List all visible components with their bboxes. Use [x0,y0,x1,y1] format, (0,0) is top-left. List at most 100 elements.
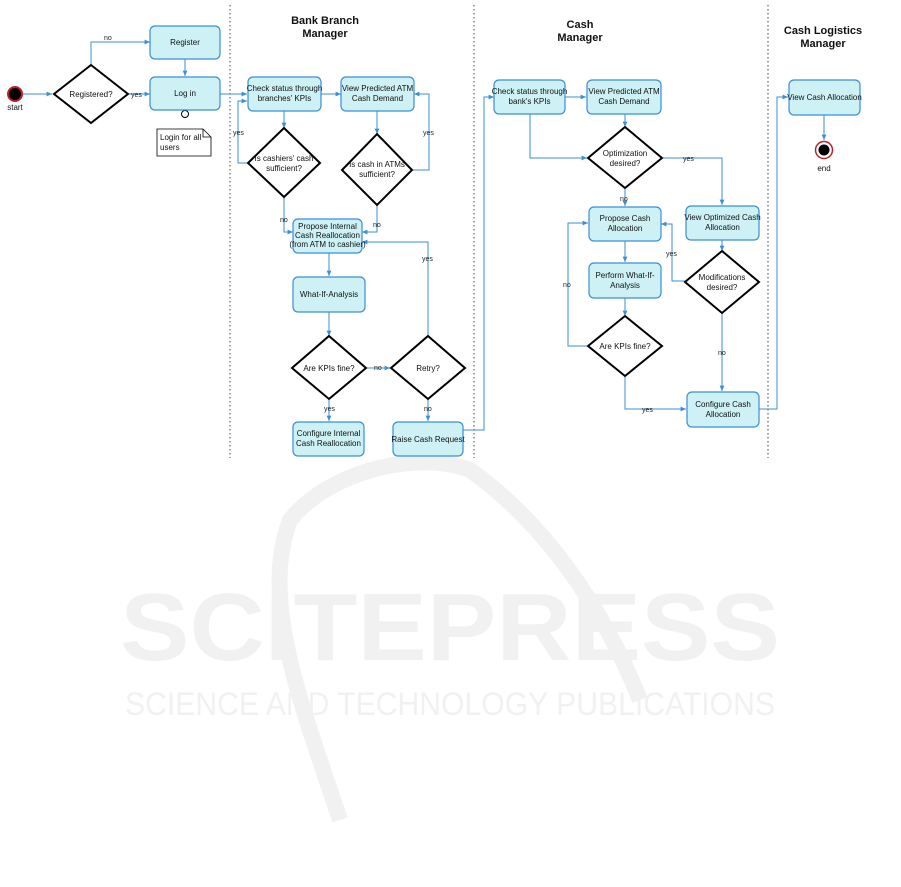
decision-kpis-fine-branch: Are KPIs fine? [290,334,368,401]
end-node [818,144,830,156]
lane-title-line: Manager [800,38,846,50]
lane-title-line: Cash Logistics [784,25,862,37]
node-text: Cash Reallocation [296,439,361,448]
activity-configure-internal: Configure Internal Cash Reallocation [292,421,365,457]
edge-retry-yes [362,239,429,336]
node-text: View Predicted ATM [342,84,414,93]
nodes: Registered? Register Log in Check status… [52,25,862,457]
node-text: Are KPIs fine? [599,342,651,351]
node-text: Perform What-If- [595,271,654,280]
node-text: Allocation [706,410,741,419]
activity-propose-internal: Propose Internal Cash Reallocation (from… [289,218,366,254]
node-text: Propose Internal [298,222,357,231]
edges: no yes yes no yes no no [22,35,827,431]
activity-check-bank-kpis: Check status through bank's KPIs [492,79,568,115]
lane-title-cash-logistics-manager: Cash Logistics Manager [784,25,862,50]
decision-registered: Registered? [52,63,130,125]
node-text: View Cash Allocation [787,93,862,102]
edge-checkbank-to-opt [529,114,587,161]
lane-title-bank-branch-manager: Bank Branch Manager [291,15,359,40]
edge-cashiers-yes [237,98,249,164]
activity-what-if-branch: What-If-Analysis [292,276,366,313]
decision-atm-sufficient: Is cash in ATMs sufficient? [340,132,414,207]
edge-registered-no [90,39,150,65]
node-text: View Predicted ATM [588,87,660,96]
decision-optimization-desired: Optimization desired? [586,125,664,190]
decision-modifications-desired: Modifications desired? [683,249,761,315]
node-text: Optimization [603,149,647,158]
node-text: Modifications [699,273,746,282]
start-label: start [7,103,23,112]
node-text: Configure Cash [695,400,751,409]
lane-title-cash-manager: Cash Manager [557,19,603,44]
edge-atm-yes [410,91,430,171]
edge-label-no: no [620,196,628,203]
decision-cashiers-sufficient: Is cashiers' cash sufficient? [246,126,322,199]
end-label: end [817,164,830,173]
activity-login: Log in [149,76,221,111]
node-text: sufficient? [266,164,302,173]
activity-register: Register [149,25,221,60]
watermark-swoosh [271,454,648,823]
node-text: Raise Cash Request [391,435,465,444]
edge-label-no: no [280,217,288,224]
lane-title-line: Cash [567,19,594,31]
activity-what-if-cm: Perform What-If- Analysis [588,262,662,299]
edge-label-yes: yes [642,407,653,414]
edge-mod-yes [661,221,686,282]
node-text: Are KPIs fine? [303,364,355,373]
activity-propose-allocation: Propose Cash Allocation [588,206,662,242]
node-text: Is cashiers' cash [255,154,314,163]
edge-label-yes: yes [324,406,335,413]
edge-label-no: no [374,365,382,372]
decision-kpis-fine-cm: Are KPIs fine? [586,314,664,378]
node-text: Configure Internal [297,429,361,438]
node-text: Check status through [492,87,568,96]
node-text: Is cash in ATMs [349,160,405,169]
node-text: bank's KPIs [509,97,551,106]
node-text: Registered? [69,90,113,99]
watermark-main-text: SCITEPRESS [120,574,780,681]
activity-view-atm-demand-cm: View Predicted ATM Cash Demand [586,79,662,115]
edge-atm-no [362,205,378,235]
edge-label-no: no [563,282,571,289]
edge-kpis-cm-no [567,220,588,347]
edge-label-yes: yes [233,130,244,137]
node-text: Cash Demand [598,97,649,106]
edge-configure-to-view-allocation [759,94,788,410]
node-text: View Optimized Cash [684,213,760,222]
node-text: Register [170,38,200,47]
edge-label-no: no [373,222,381,229]
node-text: Cash Reallocation [295,231,360,240]
activity-check-branch-kpis: Check status through branches' KPIs [247,76,323,112]
note-line: users [160,143,180,152]
node-text: Log in [174,89,196,98]
node-text: branches' KPIs [258,94,312,103]
edge-label-no: no [104,35,112,42]
activity-configure-allocation: Configure Cash Allocation [686,391,760,428]
edge-label-yes: yes [423,130,434,137]
edge-kpis-cm-yes [624,376,686,412]
edge-opt-yes [662,157,725,205]
activity-view-optimized: View Optimized Cash Allocation [684,205,761,241]
node-text: Check status through [247,84,323,93]
watermark: SCITEPRESS SCIENCE AND TECHNOLOGY PUBLIC… [120,454,780,823]
edge-label-yes: yes [683,156,694,163]
start-node [7,86,23,102]
lane-title-line: Manager [557,32,603,44]
edge-label-yes: yes [422,256,433,263]
activity-view-atm-demand-branch: View Predicted ATM Cash Demand [340,76,415,112]
activity-raise-cash-request: Raise Cash Request [391,421,465,457]
lane-title-line: Bank Branch [291,15,359,27]
lane-title-line: Manager [302,28,348,40]
edge-label-yes: yes [131,92,142,99]
watermark-sub-text: SCIENCE AND TECHNOLOGY PUBLICATIONS [125,686,775,722]
note-line: Login for all [160,133,202,142]
node-text: Cash Demand [352,94,403,103]
edge-raise-to-check-bank [463,94,494,431]
activity-view-cash-allocation: View Cash Allocation [787,79,862,116]
edge-label-no: no [424,406,432,413]
decision-retry: Retry? [389,334,467,401]
node-text: Propose Cash [600,214,651,223]
